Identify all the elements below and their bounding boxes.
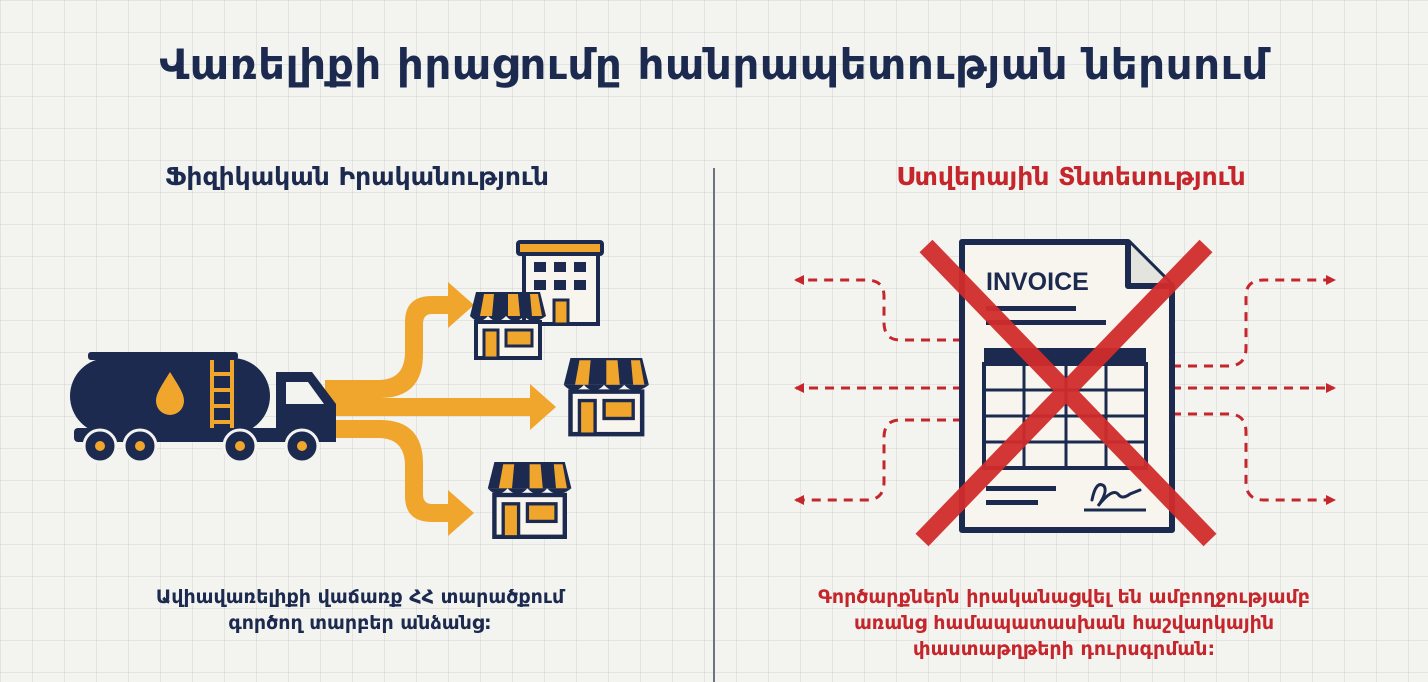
caption-line: փաստաթղթերի դուրսգրման: [912, 638, 1216, 660]
center-divider [713, 168, 715, 682]
store-icon [470, 292, 546, 360]
dashed-arrow-left-top [794, 275, 962, 342]
arrow-to-upper-store [325, 282, 474, 398]
distribution-arrows [325, 282, 556, 536]
dashed-arrow-right-top [1172, 275, 1336, 368]
store-icon [563, 358, 649, 437]
red-x-cross-icon [915, 239, 1217, 547]
store-icon [487, 462, 572, 540]
caption-line: Ավիավառելիքի վաճառք ՀՀ տարածքում [155, 586, 565, 608]
page-title: Վառելիքի իրացումը հանրապետության ներսում [159, 40, 1269, 89]
caption-line: առանց համապատասխան հաշվարկային [853, 612, 1275, 634]
shadow-economy-heading: Ստվերային Տնտեսություն [896, 162, 1246, 191]
invoice-label: INVOICE [986, 268, 1089, 296]
office-building-icon [516, 240, 604, 326]
physical-reality-caption: Ավիավառելիքի վաճառք ՀՀ տարածքում գործող … [60, 584, 660, 636]
caption-line: Գործարքներն իրականացվել են ամբողջությամբ [818, 586, 1310, 608]
fuel-tanker-truck-icon [70, 352, 336, 464]
signature-icon [1090, 483, 1142, 507]
shadow-economy-caption: Գործարքներն իրականացվել են ամբողջությամբ… [734, 584, 1394, 662]
dashed-arrow-left-bottom [794, 418, 962, 505]
arrow-to-middle-store [325, 384, 556, 430]
hidden-flow-arrows [794, 275, 1336, 505]
physical-reality-heading: Ֆիզիկական Իրականություն [165, 162, 549, 191]
dashed-arrow-right-bottom [1172, 412, 1336, 505]
fuel-drop-icon [156, 372, 184, 415]
arrow-to-lower-store [325, 420, 474, 536]
caption-line: գործող տարբեր անձանց: [228, 612, 492, 634]
